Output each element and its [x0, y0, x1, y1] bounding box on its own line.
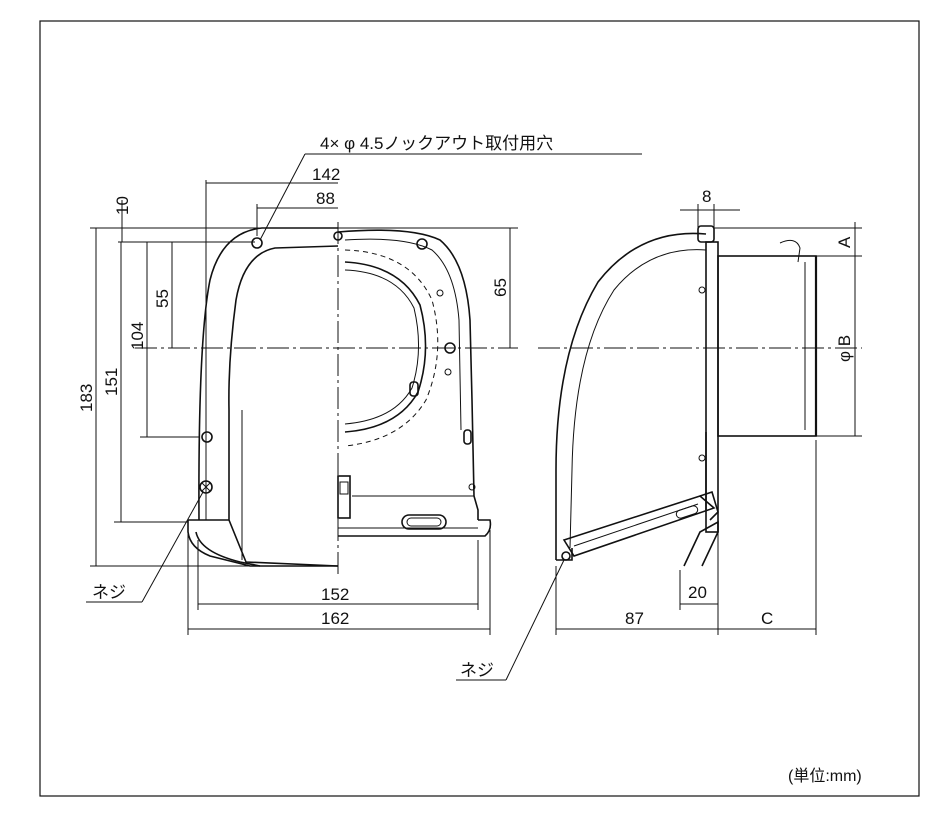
side-screw-leader	[505, 559, 565, 681]
side-plate-rivet-2	[698, 454, 706, 462]
unit-note: (単位:mm)	[788, 767, 862, 785]
front-hood-outer-left	[198, 227, 338, 521]
dim-20-label: 20	[688, 583, 707, 602]
dim-142-label: 142	[312, 165, 340, 184]
front-bottom-base-front	[195, 531, 261, 567]
front-plate-hole-5	[468, 483, 476, 491]
side-hood-outer	[555, 232, 707, 560]
dim-88-label: 88	[316, 189, 335, 208]
dim-104-label: 104	[128, 322, 147, 350]
dim-a-label: A	[835, 236, 854, 248]
dim-183-label: 183	[77, 384, 96, 412]
front-base-slot	[401, 514, 447, 530]
front-screw-label: ネジ	[92, 583, 126, 602]
front-plate-slot-1	[409, 381, 419, 397]
side-damper-plate	[562, 495, 716, 557]
side-screw-icon	[561, 551, 571, 561]
side-view: 8 A φ B 20 87 C ネジ	[456, 187, 862, 681]
front-hood-inner-left	[228, 245, 339, 411]
front-base-slot-inner	[406, 517, 442, 527]
front-knockout-hole-upper	[251, 237, 263, 249]
dim-8-label: 8	[702, 187, 711, 206]
dim-152-label: 152	[321, 585, 349, 604]
front-duct-opening	[344, 261, 427, 433]
side-bottom-lip	[556, 548, 573, 561]
front-plate-slot-2	[463, 429, 472, 445]
side-duct-seal-tab	[779, 239, 801, 263]
side-screw-label: ネジ	[460, 661, 494, 680]
side-duct-pipe	[717, 255, 817, 437]
front-bracket	[337, 475, 351, 519]
dim-151-label: 151	[102, 368, 121, 396]
front-duct-opening-inner	[344, 269, 419, 425]
dim-10-label: 10	[113, 196, 132, 215]
side-wall-plate	[705, 241, 719, 533]
front-plate-hole-3	[436, 289, 444, 297]
drawing-frame	[39, 20, 920, 797]
front-screw-head-top	[333, 231, 343, 241]
front-duct-ring-dashed	[344, 249, 439, 447]
dim-162-label: 162	[321, 609, 349, 628]
front-base-plate-inner	[344, 238, 462, 431]
dim-55-label: 55	[153, 289, 172, 308]
front-screw-slot-2	[201, 482, 211, 492]
front-view: 142 88 4× φ 4.5ノックアウト取付用穴 10 55 104 151 …	[77, 134, 642, 635]
front-screw-icon	[199, 480, 213, 494]
front-plate-hole-4	[444, 368, 452, 376]
dim-87-label: 87	[625, 609, 644, 628]
front-plate-hole-2	[444, 342, 456, 354]
hole-callout-leader	[259, 153, 306, 241]
side-damper-slot	[675, 505, 699, 519]
side-hood-inner	[569, 249, 707, 549]
front-plate-hole-1	[416, 238, 428, 250]
front-bracket-inner	[339, 481, 349, 495]
front-hood-lower-edge	[228, 410, 339, 567]
dim-c-label: C	[761, 609, 773, 628]
dim-b-label: φ B	[835, 335, 854, 362]
hole-callout-label: 4× φ 4.5ノックアウト取付用穴	[320, 134, 553, 153]
front-base-plate-outline	[337, 229, 479, 520]
dim-65-label: 65	[491, 278, 510, 297]
front-screw-leader	[141, 491, 204, 603]
front-bottom-base	[187, 519, 492, 567]
side-hinge	[699, 490, 719, 521]
side-bottom-flange	[683, 520, 719, 567]
side-plate-rivet-1	[698, 286, 706, 294]
front-knockout-hole-lower	[201, 431, 213, 443]
